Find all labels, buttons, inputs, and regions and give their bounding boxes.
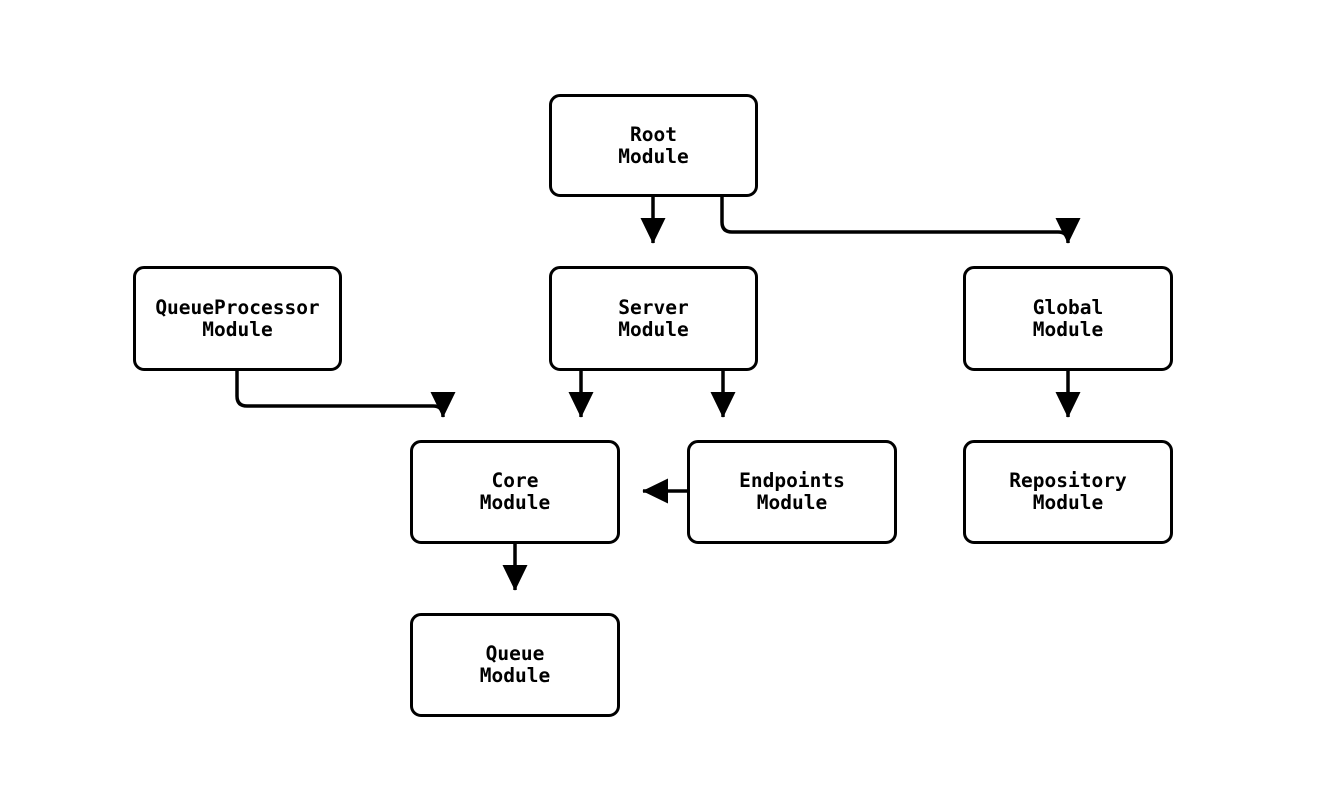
node-core-label-line2: Module: [479, 491, 551, 514]
node-root-label-line1: Root: [630, 122, 677, 146]
node-queueprocessor[interactable]: QueueProcessor Module: [133, 266, 342, 371]
node-repository[interactable]: Repository Module: [963, 440, 1173, 544]
node-endpoints-label-line1: Endpoints: [739, 469, 845, 492]
node-server-label-line1: Server: [618, 295, 689, 319]
node-queue-label-line2: Module: [479, 664, 551, 687]
node-root-label-line2: Module: [618, 144, 689, 168]
node-queueprocessor-label-line2: Module: [202, 317, 273, 341]
node-repository-label-line1: Repository: [1009, 469, 1127, 492]
node-server[interactable]: Server Module: [549, 266, 758, 371]
node-global[interactable]: Global Module: [963, 266, 1173, 371]
edge-root-to-global: [720, 197, 1081, 244]
node-global-label-line2: Module: [1032, 317, 1104, 341]
node-queueprocessor-label-line1: QueueProcessor: [155, 295, 320, 319]
node-queue[interactable]: Queue Module: [410, 613, 620, 717]
node-core-label-line1: Core: [491, 469, 539, 492]
node-endpoints-label-line2: Module: [756, 491, 828, 514]
node-repository-label-line2: Module: [1032, 491, 1104, 514]
node-endpoints[interactable]: Endpoints Module: [687, 440, 897, 544]
node-global-label-line1: Global: [1032, 295, 1104, 319]
node-queue-label-line1: Queue: [485, 642, 545, 665]
node-root[interactable]: Root Module: [549, 94, 758, 197]
edge-queueprocessor-to-core: [235, 371, 456, 418]
node-server-label-line2: Module: [618, 317, 689, 341]
node-core[interactable]: Core Module: [410, 440, 620, 544]
